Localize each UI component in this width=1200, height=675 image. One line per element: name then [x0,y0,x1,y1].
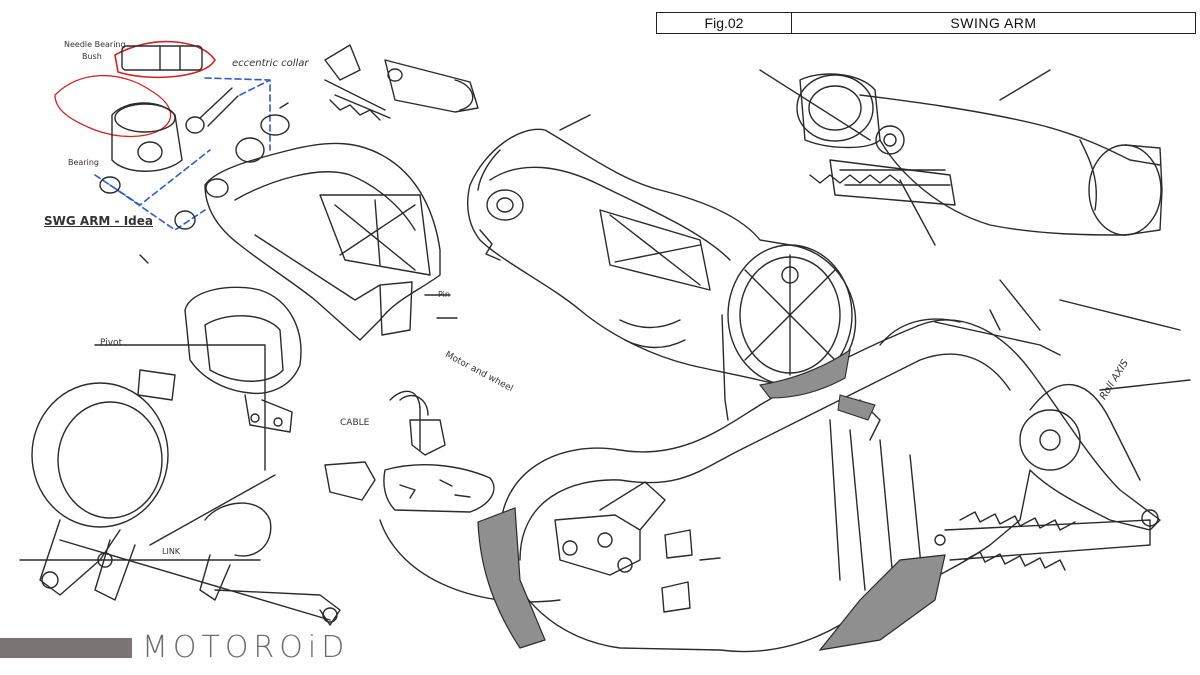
bracket-sketch [324,44,479,121]
swing-arm-side-sketch [379,279,1191,653]
figure-title-box: Fig.02 SWING ARM [656,12,1196,34]
note-idea-title: SWG ARM - Idea [44,214,154,228]
note-link: LINK [162,547,181,556]
pivot-shock-assembly-sketch [759,69,1163,246]
note-bearing: Bearing [68,158,99,167]
note-bush: Bush [82,52,102,61]
pivot-link-sketch [19,344,341,626]
note-pivot: Pivot [100,338,123,348]
figure-number: Fig.02 [657,13,792,33]
figure-title: SWING ARM [950,15,1037,31]
shaded-fenders [477,348,946,651]
note-cable: CABLE [340,418,370,428]
swing-arm-main-sketch [204,142,458,341]
exploded-pivot-sketch [54,40,290,264]
note-eccentric-collar: eccentric collar [232,58,309,69]
pivot-housing-sketch [184,286,302,433]
note-needle-bearing: Needle Bearing [64,40,126,49]
cable-holder-sketch [324,390,495,513]
swing-arm-perspective-sketch [467,114,857,421]
brand-logo: MOTOROiD [142,630,350,665]
note-pin: Pin [438,290,450,299]
brand-bar [0,638,132,658]
